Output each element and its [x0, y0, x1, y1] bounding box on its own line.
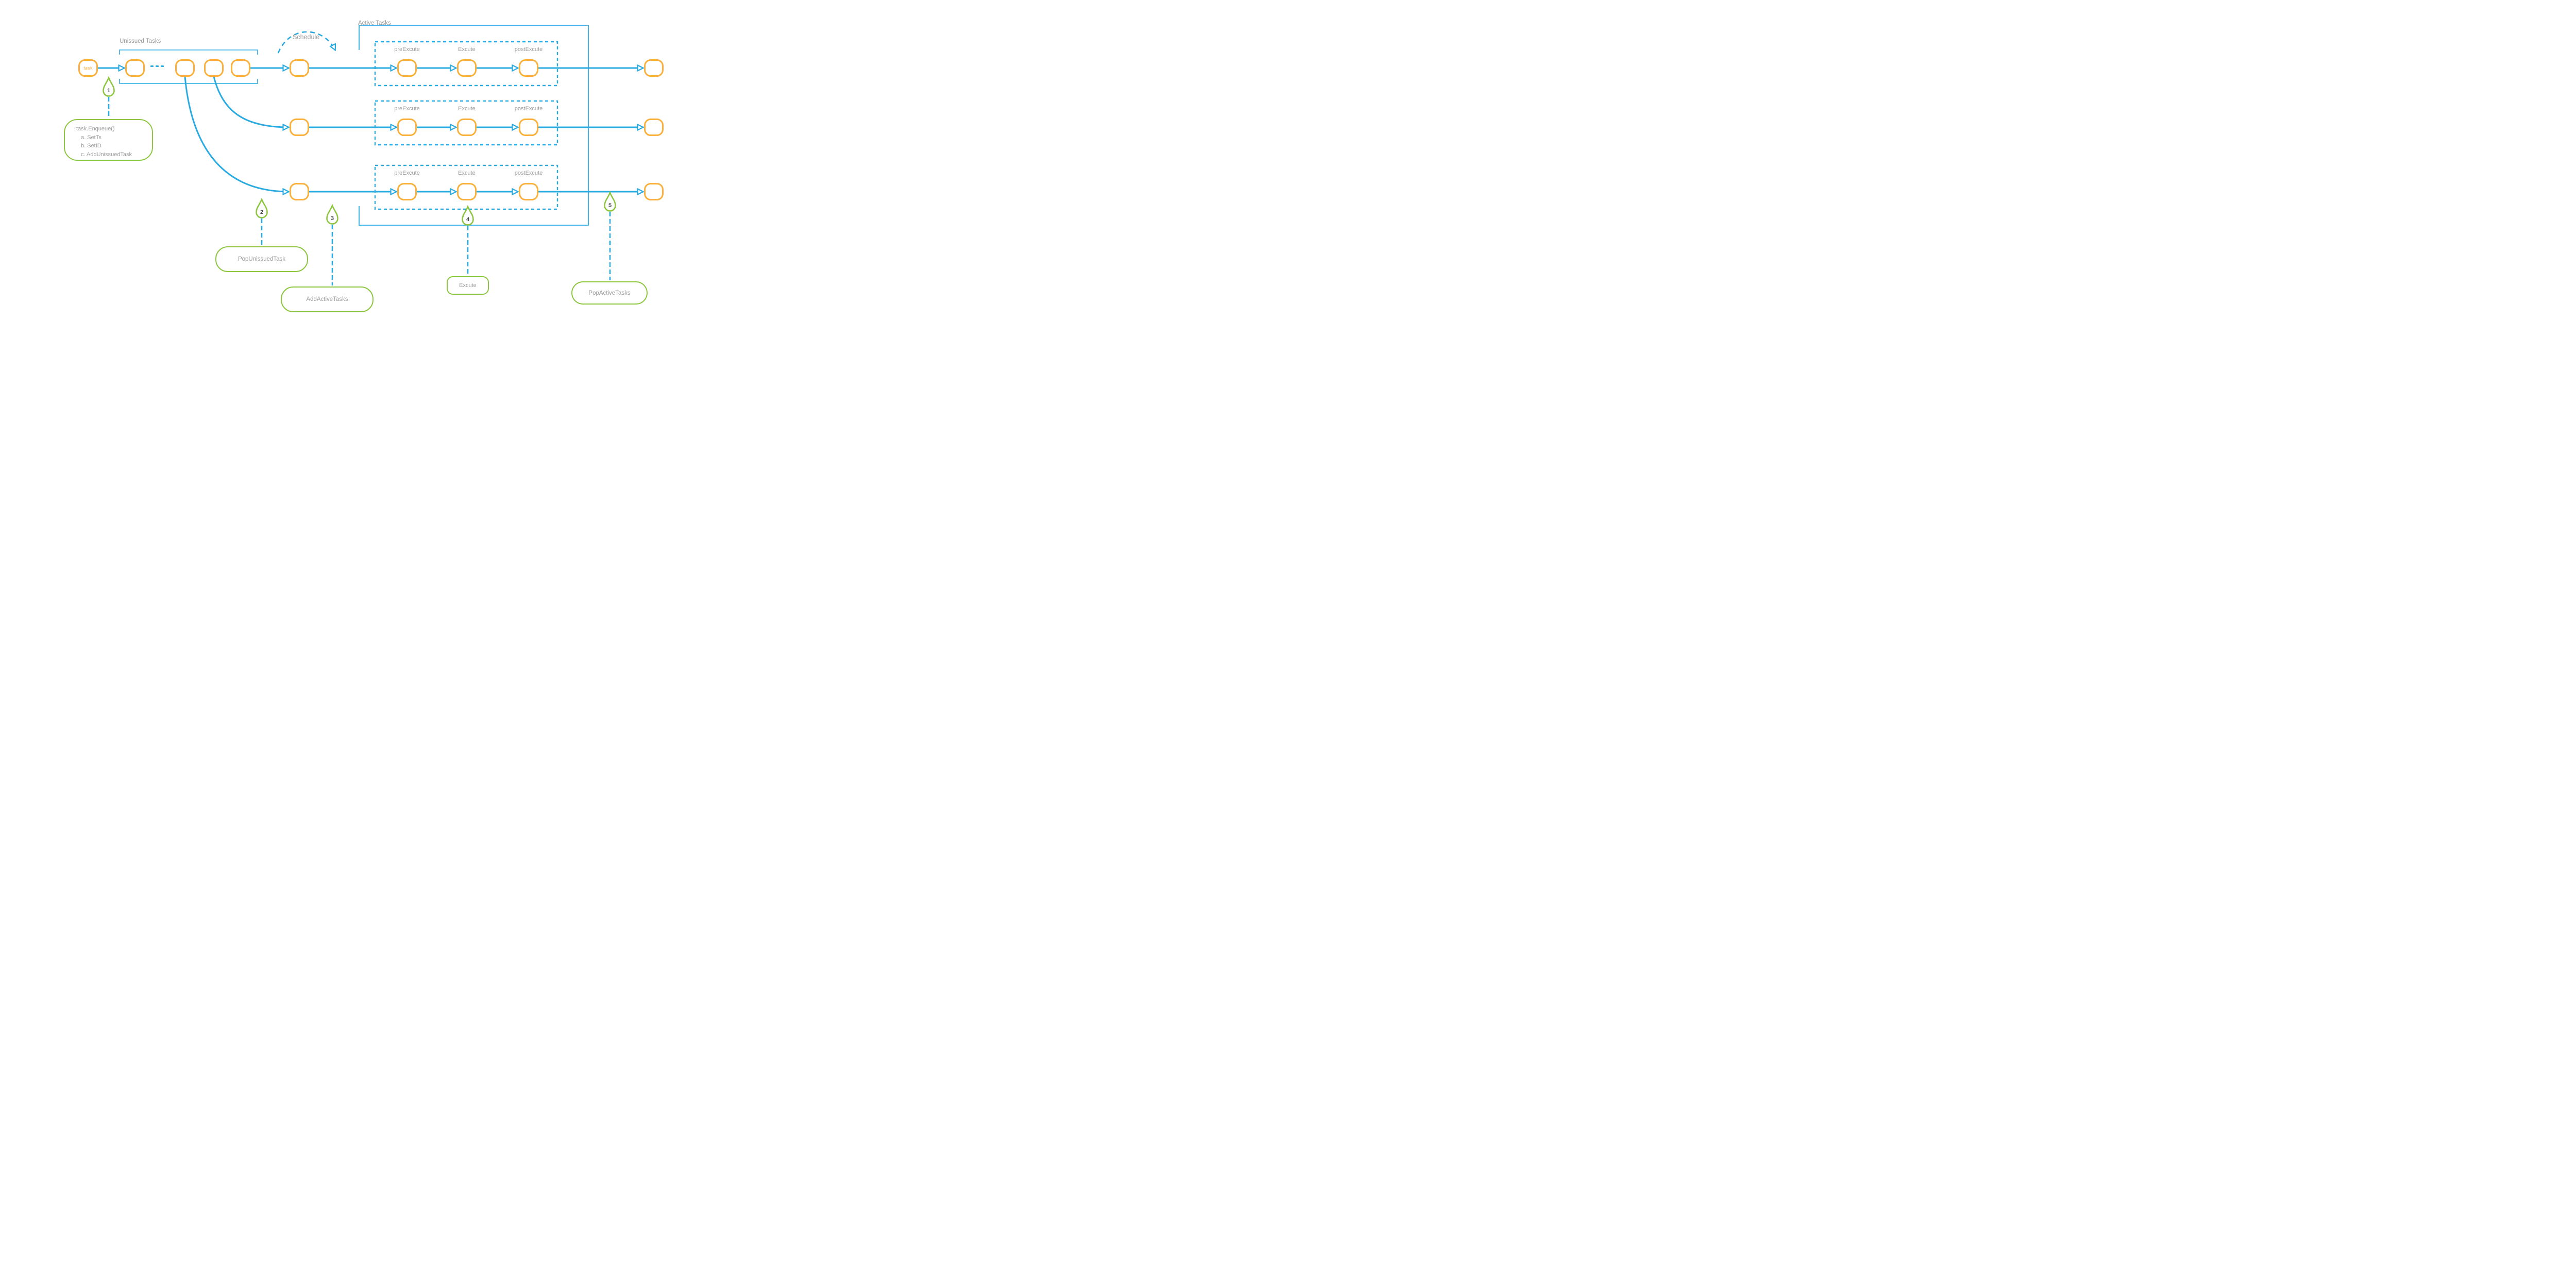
curve-queue-to-lane3: [184, 76, 289, 192]
marker-3-teardrop: [326, 204, 338, 225]
unissued-node-1: [125, 59, 145, 77]
stage-label-preexcute-lane3: preExcute: [394, 170, 420, 176]
done-node-lane2: [644, 119, 664, 136]
note-line: b. SetID: [81, 143, 101, 149]
active-tasks-bracket: [359, 25, 589, 226]
note-add-active-tasks: AddActiveTasks: [281, 286, 374, 312]
queue-ellipsis-dash: [161, 65, 164, 67]
schedule-label: Schedule: [293, 33, 320, 41]
scheduled-node-lane2: [290, 119, 309, 136]
marker-5-teardrop: [604, 191, 616, 212]
note-line: a. SetTs: [81, 134, 101, 141]
scheduled-node-lane3: [290, 183, 309, 200]
note-excute: Excute: [447, 276, 489, 295]
stage-label-excute-lane2: Excute: [458, 106, 476, 112]
preexcute-node-lane3: [397, 183, 417, 200]
execution-box-lane1: [374, 41, 558, 87]
marker-2-teardrop: [256, 197, 268, 218]
connector-layer: [98, 25, 778, 285]
task-node: task: [78, 59, 98, 77]
marker-4-teardrop: [462, 205, 474, 226]
preexcute-node-lane2: [397, 119, 417, 136]
preexcute-node-lane1: [397, 59, 417, 77]
unissued-node-3: [204, 59, 224, 77]
unissued-node-2: [175, 59, 195, 77]
postexcute-node-lane3: [519, 183, 538, 200]
stage-label-preexcute-lane1: preExcute: [394, 46, 420, 53]
postexcute-node-lane1: [519, 59, 538, 77]
stage-label-postexcute-lane1: postExcute: [514, 46, 543, 53]
marker-3-number: 3: [330, 215, 334, 222]
queue-ellipsis-dash: [150, 65, 154, 67]
stage-label-excute-lane3: Excute: [458, 170, 476, 176]
note-pop-active-tasks: PopActiveTasks: [571, 281, 648, 305]
excute-node-lane2: [457, 119, 477, 136]
note-task-enqueue: task.Enqueue() a. SetTs b. SetID c. AddU…: [64, 119, 153, 161]
stage-label-postexcute-lane3: postExcute: [514, 170, 543, 176]
unissued-queue-label: Unissued Tasks: [120, 38, 161, 44]
note-line: task.Enqueue(): [76, 126, 115, 132]
marker-5-number: 5: [608, 203, 612, 209]
done-node-lane3: [644, 183, 664, 200]
note-pop-unissued-task: PopUnissuedTask: [215, 246, 308, 272]
excute-node-lane3: [457, 183, 477, 200]
schedule-arc: [277, 31, 336, 54]
unissued-queue-bracket: [119, 49, 258, 84]
done-node-lane1: [644, 59, 664, 77]
stage-label-excute-lane1: Excute: [458, 46, 476, 53]
marker-1-number: 1: [107, 88, 111, 94]
stage-label-preexcute-lane2: preExcute: [394, 106, 420, 112]
postexcute-node-lane2: [519, 119, 538, 136]
stage-label-postexcute-lane2: postExcute: [514, 106, 543, 112]
diagram-canvas: Unissued Tasks Schedule Active Tasks pre…: [0, 0, 778, 320]
queue-ellipsis-dash: [156, 65, 159, 67]
execution-box-lane2: [374, 100, 558, 146]
marker-4-number: 4: [466, 216, 470, 223]
excute-node-lane1: [457, 59, 477, 77]
curve-queue-to-lane2: [213, 76, 289, 127]
marker-1-teardrop: [103, 76, 115, 97]
note-line: c. AddUnissuedTask: [81, 151, 132, 158]
active-tasks-label: Active Tasks: [358, 20, 391, 26]
scheduled-node-lane1: [290, 59, 309, 77]
task-node-label: task: [83, 65, 93, 71]
marker-2-number: 2: [260, 209, 264, 215]
unissued-node-4: [231, 59, 250, 77]
